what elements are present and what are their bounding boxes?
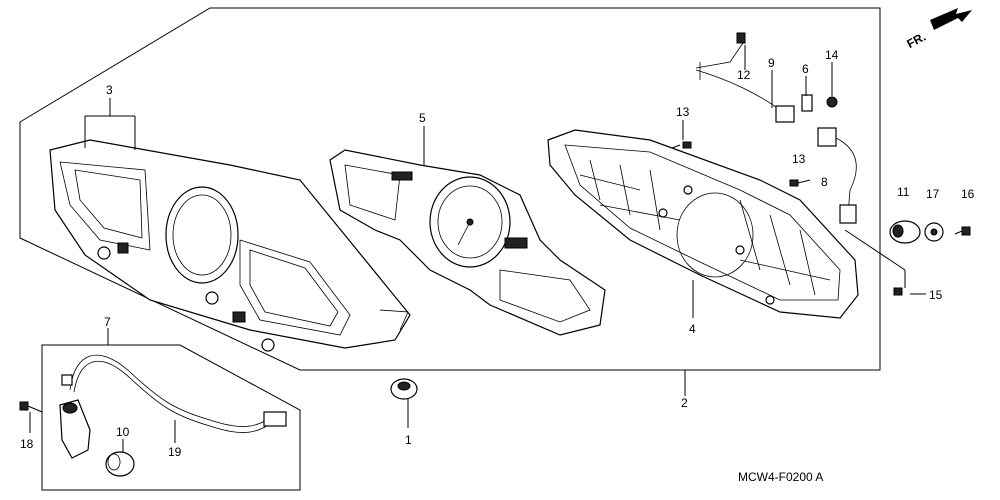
harness-assembly-outline [41,344,301,491]
callout-5: 5 [419,111,426,125]
callout-8: 8 [821,175,828,189]
grommet-1-part [390,378,418,400]
callout-6: 6 [802,62,809,76]
socket-harness-part [59,354,287,459]
callout-12: 12 [737,68,751,82]
callout-1: 1 [405,433,412,447]
callout-4: 4 [689,322,696,336]
callout-14: 14 [825,48,839,62]
leader-lines [29,45,926,452]
callout-11: 11 [897,185,910,199]
callout-15: 15 [929,288,943,302]
meter-cover-part [547,129,859,319]
callout-9: 9 [768,56,775,70]
callout-19: 19 [168,445,182,459]
diagram-code: MCW4-F0200 A [738,470,823,484]
meter-unit-part [329,149,606,336]
callout-18: 18 [20,437,34,451]
small-hardware-parts [671,127,971,296]
main-assembly-outline [19,7,881,371]
front-direction-arrow: FR. [904,8,972,51]
callout-10: 10 [116,425,130,439]
grommet-10-part [105,451,135,477]
callout-7: 7 [104,315,111,329]
callout-16: 16 [961,187,975,201]
callout-13b: 13 [792,152,806,166]
callout-13a: 13 [676,105,690,119]
callout-2: 2 [681,396,688,410]
front-label: FR. [904,30,928,51]
callout-3: 3 [106,83,113,97]
callout-labels: 1 2 3 4 5 6 7 8 9 10 11 12 13 13 14 15 1… [20,48,975,459]
callout-17: 17 [926,187,940,201]
bulb-socket-parts [695,32,838,123]
meter-case-part [49,139,411,352]
screw-18-part [19,401,43,413]
